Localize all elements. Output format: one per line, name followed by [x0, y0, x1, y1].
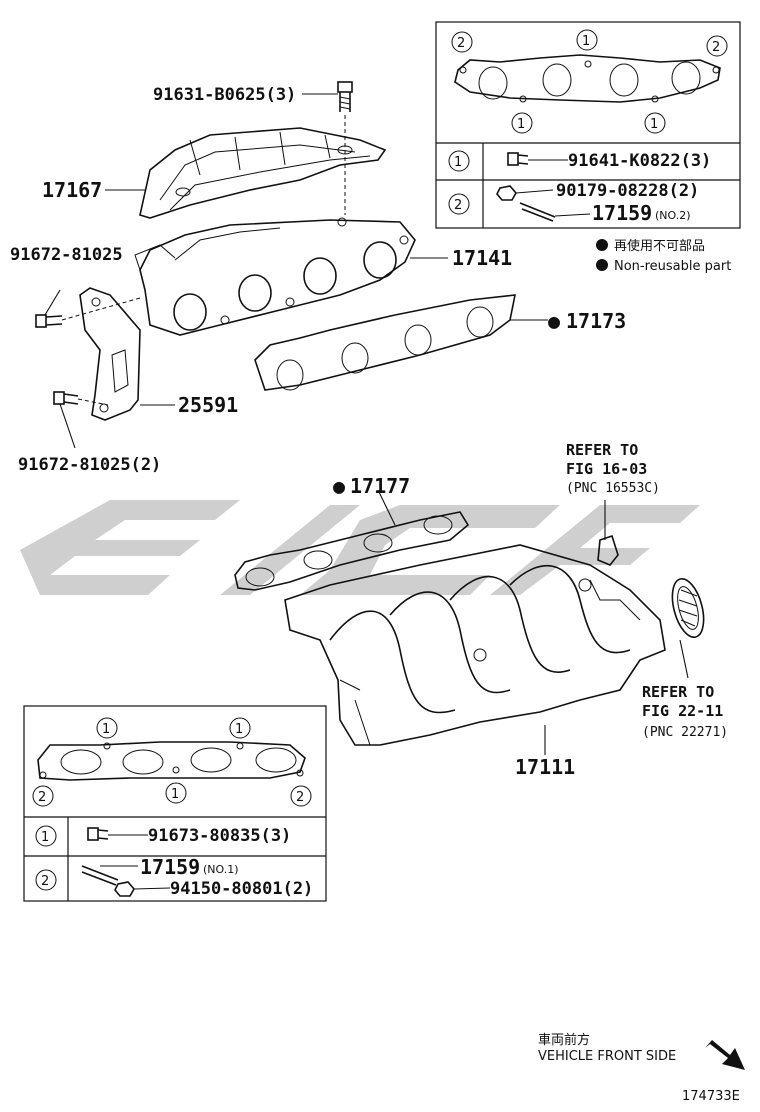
bolt-icon [87, 827, 109, 841]
direction-jp: 車両前方 [538, 1032, 590, 1048]
svg-text:1: 1 [235, 722, 243, 737]
label-exhaust-gasket: 17173 [566, 309, 626, 333]
label-bracket: 25591 [178, 393, 238, 417]
svg-text:2: 2 [41, 874, 49, 889]
svg-text:2: 2 [38, 790, 46, 805]
exhaust-inset-row2-part-b: 17159 [592, 201, 652, 225]
svg-text:2: 2 [296, 790, 304, 805]
bolt-bracket-upper-icon [35, 314, 63, 328]
label-intake-gasket-mark: ● [333, 474, 345, 498]
svg-text:1: 1 [454, 155, 462, 170]
ref2-title: REFER TO [642, 683, 714, 701]
label-intake-gasket: 17177 [350, 474, 410, 498]
label-bolt-heat-insulator: 91631-B0625(3) [153, 85, 296, 105]
exhaust-manifold-drawing [134, 217, 416, 336]
svg-text:1: 1 [582, 34, 590, 49]
non-reusable-dot-icon [596, 259, 608, 271]
label-exhaust-manifold: 17141 [452, 246, 512, 270]
svg-text:1: 1 [517, 117, 525, 132]
label-intake-manifold: 17111 [515, 755, 575, 779]
svg-text:1: 1 [171, 787, 179, 802]
label-bolt-bracket-lower: 91672-81025(2) [18, 455, 161, 475]
stud-icon [81, 865, 119, 886]
intake-gasket-drawing [234, 511, 470, 591]
nut-icon [114, 881, 135, 897]
ref2-pnc: (PNC 22271) [642, 725, 728, 740]
ref1-fig: FIG 16-03 [566, 460, 647, 478]
legend-jp: 再使用不可部品 [614, 238, 705, 254]
label-heat-insulator: 17167 [42, 178, 102, 202]
sensor-drawing [597, 534, 619, 566]
svg-text:1: 1 [650, 117, 658, 132]
throttle-flange-drawing [671, 577, 705, 639]
svg-text:2: 2 [454, 198, 462, 213]
ref2-fig: FIG 22-11 [642, 702, 723, 720]
exhaust-inset-row1-part: 91641-K0822(3) [568, 151, 711, 171]
stud-icon [519, 202, 556, 222]
exhaust-inset: 2 1 2 1 1 1 2 [435, 21, 741, 229]
bracket-drawing [79, 287, 141, 421]
front-arrow-icon [705, 1040, 745, 1070]
watermark-logo [20, 500, 700, 595]
bolt-icon [507, 152, 529, 166]
svg-text:1: 1 [41, 830, 49, 845]
nut-icon [496, 185, 517, 201]
intake-inset-row2-part-a: 17159 [140, 855, 200, 879]
exhaust-inset-row2-note: (NO.2) [655, 209, 691, 222]
ref1-pnc: (PNC 16553C) [566, 481, 660, 496]
exhaust-inset-row2-part-a: 90179-08228(2) [556, 181, 699, 201]
diagram-id: 174733E [682, 1089, 740, 1104]
intake-inset-row2-part-b: 94150-80801(2) [170, 879, 313, 899]
intake-inset: 1 1 2 1 2 1 2 [23, 705, 327, 902]
svg-text:1: 1 [102, 722, 110, 737]
non-reusable-dot-icon [596, 239, 608, 251]
exhaust-gasket-drawing [254, 294, 516, 391]
bolt-bracket-lower-icon [53, 391, 79, 405]
bolt-heat-insulator-icon [337, 81, 353, 112]
legend-en: Non-reusable part [614, 259, 731, 274]
label-bolt-bracket-upper: 91672-81025 [10, 245, 123, 265]
label-exhaust-gasket-mark: ● [548, 309, 560, 333]
ref1-title: REFER TO [566, 441, 638, 459]
intake-inset-row2-note: (NO.1) [203, 863, 239, 876]
intake-manifold-drawing [284, 544, 666, 746]
heat-insulator-drawing [139, 127, 387, 219]
svg-text:2: 2 [712, 40, 720, 55]
intake-inset-row1-part: 91673-80835(3) [148, 826, 291, 846]
svg-text:2: 2 [457, 36, 465, 51]
direction-en: VEHICLE FRONT SIDE [538, 1049, 676, 1064]
